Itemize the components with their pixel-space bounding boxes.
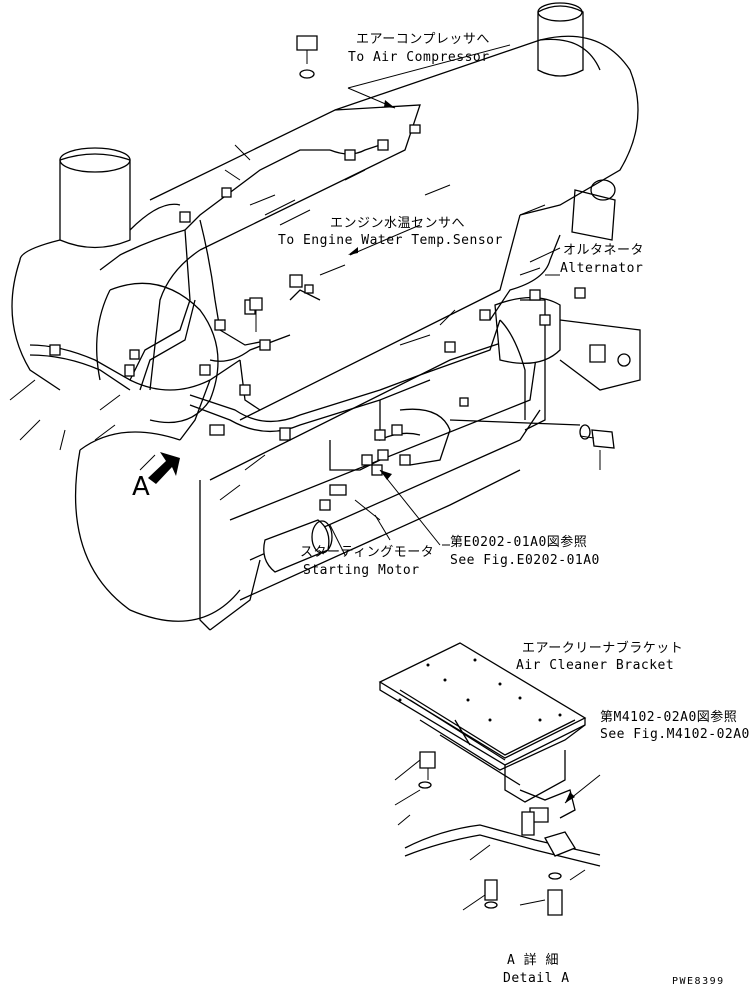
drawing-code: PWE8399 <box>672 976 725 987</box>
view-arrow-icon <box>148 452 180 484</box>
air-compressor-label-jp: エアーコンプレッサへ <box>356 32 490 47</box>
detail-a-illustration <box>378 642 601 916</box>
ref-m4102-label-en: See Fig.M4102-02A0 <box>600 727 749 742</box>
air-compressor-label-en: To Air Compressor <box>348 50 490 65</box>
view-a-marker: A <box>132 472 151 502</box>
ref-e0202-label-en: See Fig.E0202-01A0 <box>450 553 600 568</box>
engine-body <box>11 2 641 631</box>
ref-e0202-label-jp: 第E0202-01A0図参照 <box>450 535 588 550</box>
air-cleaner-bracket-label-en: Air Cleaner Bracket <box>516 658 675 673</box>
wiring-harness <box>29 35 615 511</box>
air-cleaner-bracket-label-jp: エアークリーナブラケット <box>522 641 684 656</box>
detail-a-title-jp: A 詳 細 <box>507 953 559 968</box>
starting-motor-label-en: Starting Motor <box>303 563 420 578</box>
water-temp-label-jp: エンジン水温センサへ <box>330 216 466 231</box>
water-temp-label-en: To Engine Water Temp.Sensor <box>278 233 503 248</box>
arrow-heads <box>148 100 395 484</box>
ref-m4102-label-jp: 第M4102-02A0図参照 <box>600 710 738 725</box>
alternator-label-en: Alternator <box>560 261 644 276</box>
alternator-label-jp: オルタネータ <box>563 243 645 258</box>
starting-motor-label-jp: スターティングモータ <box>300 545 435 560</box>
detail-a-title-en: Detail A <box>503 971 570 986</box>
